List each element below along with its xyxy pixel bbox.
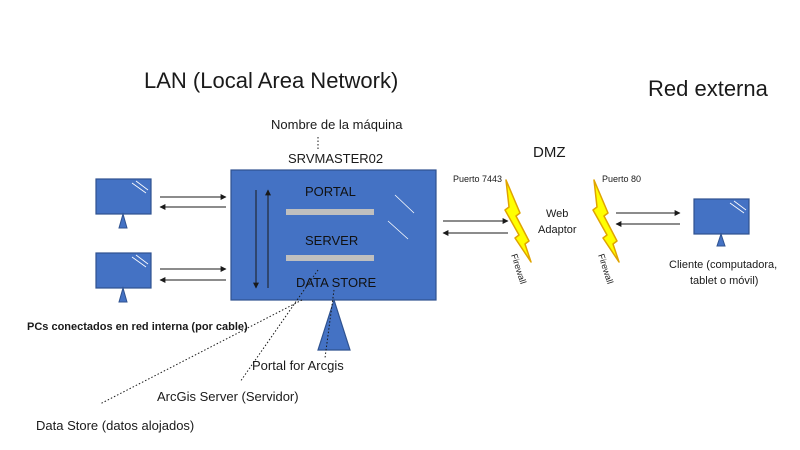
- server-hostname: SRVMASTER02: [288, 151, 383, 166]
- firewall-outer-label: Firewall: [596, 253, 615, 286]
- monitor-stand-icon: [716, 232, 726, 247]
- firewall-inner: Firewall: [504, 179, 532, 286]
- component-divider: [286, 255, 374, 261]
- web-adaptor-label-line1: Web: [546, 208, 568, 220]
- monitor-icon: [693, 198, 750, 235]
- arcgis-server-label: ArcGis Server (Servidor): [157, 389, 299, 404]
- internal-pc-1: [95, 178, 152, 229]
- component-server: SERVER: [305, 233, 358, 248]
- internal-pcs-label: PCs conectados en red interna (por cable…: [27, 321, 248, 333]
- monitor-stand-icon: [118, 212, 128, 229]
- server-stand-icon: [317, 298, 351, 351]
- lightning-firewall-icon: [504, 179, 532, 263]
- dmz-title: DMZ: [533, 144, 566, 161]
- data-store-leader: [99, 299, 303, 405]
- portal-label: Portal for Arcgis: [252, 358, 344, 373]
- lan-title: LAN (Local Area Network): [144, 68, 398, 93]
- firewall-inner-label: Firewall: [509, 253, 528, 286]
- lightning-firewall-icon: [592, 179, 620, 263]
- monitor-icon: [95, 252, 152, 289]
- monitor-stand-icon: [118, 286, 128, 303]
- port-inner-label: Puerto 7443: [453, 174, 502, 184]
- web-adaptor-label-line2: Adaptor: [538, 224, 577, 236]
- component-data-store: DATA STORE: [296, 275, 377, 290]
- client-device: [693, 198, 750, 247]
- external-network-title: Red externa: [648, 76, 769, 101]
- firewall-outer: Firewall: [592, 179, 620, 286]
- component-divider: [286, 209, 374, 215]
- component-portal: PORTAL: [305, 184, 356, 199]
- internal-pc-2: [95, 252, 152, 303]
- client-label-line1: Cliente (computadora,: [669, 259, 777, 271]
- monitor-icon: [95, 178, 152, 215]
- data-store-label: Data Store (datos alojados): [36, 418, 194, 433]
- server-box: PORTAL SERVER DATA STORE: [230, 169, 437, 301]
- port-outer-label: Puerto 80: [602, 174, 641, 184]
- machine-name-label: Nombre de la máquina: [271, 117, 403, 132]
- portal-leader: [324, 289, 335, 359]
- client-label-line2: tablet o móvil): [690, 275, 758, 287]
